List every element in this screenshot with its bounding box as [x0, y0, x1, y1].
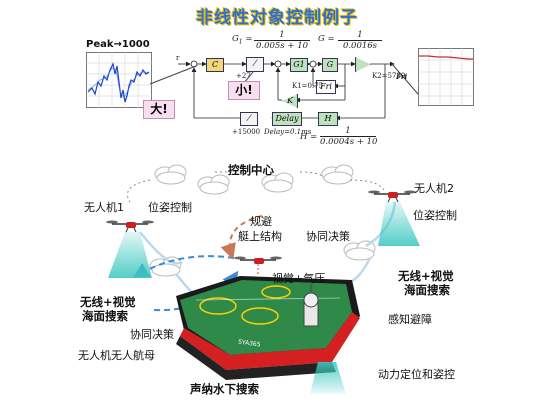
g-fraction: 1 0.0016s	[338, 30, 382, 51]
uav2-icon	[368, 190, 416, 203]
h-equation: H =	[300, 132, 318, 142]
carrier-boat-icon	[176, 276, 360, 380]
block-saturation-1: ⁄	[246, 57, 264, 72]
response-plot-left	[86, 52, 152, 108]
callout-small: 小!	[228, 81, 260, 100]
label-sonar: 声纳水下搜索	[190, 382, 259, 396]
g1-fraction: 1 0.005s + 10	[254, 30, 310, 51]
label-pose-control-right: 位姿控制	[413, 209, 457, 222]
label-right-search-1: 无线+视觉	[398, 269, 454, 283]
block-c: C	[206, 58, 224, 72]
peak-label: Peak→1000	[86, 39, 150, 50]
label-coop-bottom: 协同决策	[130, 328, 174, 341]
label-pose-control-left: 位姿控制	[148, 201, 192, 214]
label-dynamic-positioning: 动力定位和姿控	[378, 368, 455, 381]
fri-out-label: Fri	[396, 72, 408, 81]
block-saturation-2: ⁄	[240, 112, 258, 126]
k1-label: K1=0.75	[292, 82, 324, 90]
label-avoid-1: 规避	[250, 215, 272, 228]
uav3-icon	[234, 256, 282, 274]
block-delay: Delay	[272, 112, 302, 126]
response-plot-right	[418, 48, 474, 106]
r-input-label: r	[176, 54, 180, 62]
uav2-beam	[378, 202, 420, 246]
label-uav1: 无人机1	[84, 201, 124, 214]
label-uav2: 无人机2	[414, 182, 454, 195]
label-right-search-2: 海面搜索	[404, 283, 450, 297]
label-sense-avoid: 感知避障	[388, 313, 432, 326]
k2-label: K2=5730	[372, 72, 406, 80]
block-g: G	[322, 58, 338, 72]
plus27-label: +27	[236, 72, 251, 80]
label-vision-pressure: 视觉+气压	[272, 272, 326, 285]
scene-graphics	[106, 164, 420, 394]
plus15000-label: +15000	[232, 128, 261, 136]
control-diagram: Peak→1000 G1 = 1 0.005s + 10 G = 1 0.001…	[0, 0, 554, 150]
g1-equation: G1 =	[232, 34, 253, 46]
uav1-icon	[106, 220, 154, 233]
callout-big: 大!	[143, 100, 175, 119]
label-avoid-2: 艇上结构	[238, 230, 282, 243]
label-coop-top: 协同决策	[306, 230, 350, 243]
delay-label: Delay=0.1ms	[264, 128, 312, 136]
block-h: H	[318, 112, 338, 126]
label-control-center: 控制中心	[228, 163, 274, 177]
uav1-beam	[108, 232, 152, 278]
label-left-search-2: 海面搜索	[82, 309, 128, 323]
g-equation: G =	[318, 34, 335, 44]
block-fri: Fri	[316, 80, 336, 94]
h-fraction: 1 0.0004s + 10	[320, 126, 378, 147]
cloud-icons	[149, 164, 376, 277]
block-g1: G1	[290, 58, 308, 72]
page-title: 非线性对象控制例子	[196, 8, 358, 28]
label-carrier: 无人机无人航母	[78, 349, 155, 362]
label-left-search-1: 无线+视觉	[80, 295, 136, 309]
sonar-beam	[310, 362, 346, 394]
